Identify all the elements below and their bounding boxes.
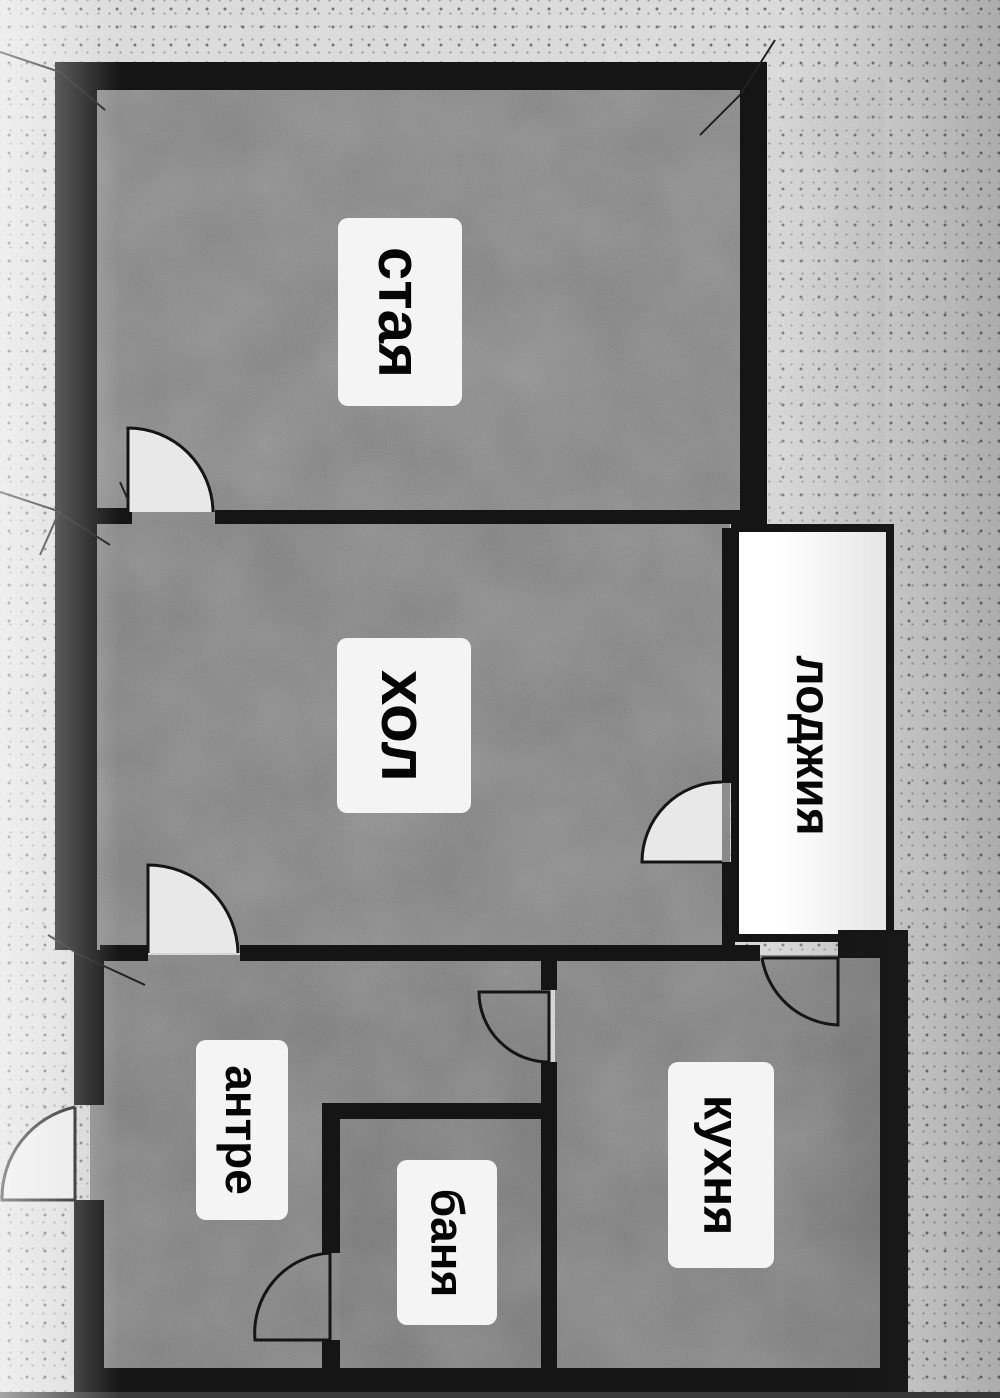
wall-antre-kitchen-top — [541, 955, 557, 990]
room-label-kuhnya: кухня — [668, 1062, 774, 1268]
door-kitchen — [477, 990, 551, 1064]
door-hol-antre — [146, 863, 240, 954]
wall-hol-antre-a — [100, 945, 148, 961]
wall-left-lower — [74, 950, 104, 1105]
wall-bath-top — [322, 1103, 547, 1119]
wall-right-staya — [740, 62, 767, 527]
wall-staya-hol-a — [90, 508, 132, 524]
wall-hol-antre-b — [240, 945, 760, 961]
door-bath — [253, 1251, 332, 1342]
wall-hol-loggia-low — [722, 862, 735, 947]
door-loggia — [640, 780, 723, 864]
wall-bottom — [74, 1368, 908, 1392]
room-label-hol: хол — [337, 638, 471, 813]
pen-mark-low-left — [47, 934, 146, 986]
door-loggia-kitchen — [760, 956, 840, 1027]
doors — [0, 426, 840, 1342]
pen-marks — [0, 39, 776, 986]
pen-mark-top-right — [699, 39, 776, 136]
wall-bath-left — [322, 1103, 340, 1253]
pen-mark-mid-left — [0, 481, 129, 556]
wall-left-upper — [55, 62, 97, 950]
room-label-hol-text: хол — [368, 669, 440, 782]
wall-kitchen-top-right — [838, 930, 908, 958]
room-label-antre-text: антре — [216, 1065, 269, 1195]
pen-mark-top-left — [0, 51, 106, 111]
wall-top — [55, 62, 767, 90]
room-label-staya: стая — [338, 218, 462, 406]
room-label-lodzhiya-text: лоджия — [786, 654, 839, 836]
wall-staya-hol-b — [215, 510, 745, 524]
wall-bath-left-low — [322, 1340, 340, 1375]
room-label-kuhnya-text: кухня — [693, 1094, 749, 1236]
room-label-banya: баня — [397, 1160, 497, 1325]
door-entrance — [0, 1105, 77, 1202]
walls — [55, 62, 908, 1392]
room-label-banya-text: баня — [421, 1188, 473, 1297]
door-staya — [126, 426, 215, 513]
room-label-lodzhiya: лоджия — [755, 620, 870, 870]
room-label-staya-text: стая — [366, 246, 434, 378]
wall-left-bottom — [74, 1200, 104, 1390]
loggia-area — [731, 524, 894, 942]
wall-kitchen-right — [880, 930, 908, 1390]
wall-hol-loggia — [722, 528, 735, 783]
scan-bottom-edge — [0, 1392, 1000, 1398]
room-label-antre: антре — [196, 1040, 288, 1220]
wall-antre-kitchen — [541, 1062, 557, 1372]
